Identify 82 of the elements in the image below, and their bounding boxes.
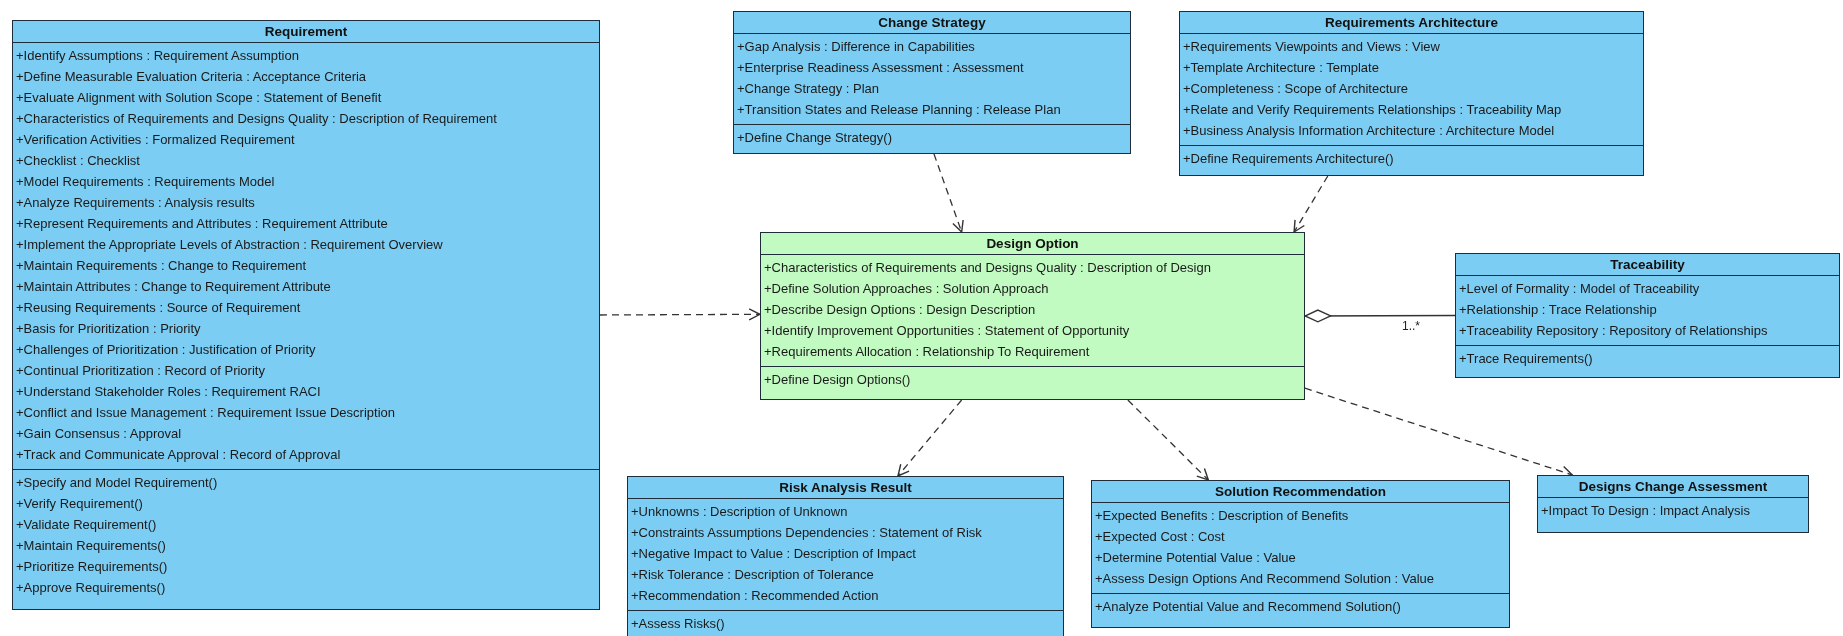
- class-member: +Checklist : Checklist: [15, 152, 141, 170]
- class-member: +Basis for Prioritization : Priority: [15, 320, 202, 338]
- class-member: +Level of Formality : Model of Traceability: [1458, 280, 1701, 298]
- class-name: Requirement: [13, 21, 599, 43]
- class-box: [1455, 253, 1840, 378]
- multiplicity-label: 1..*: [1401, 319, 1421, 333]
- class-member: +Prioritize Requirements(): [15, 558, 169, 576]
- class-member: +Expected Cost : Cost: [1094, 528, 1226, 546]
- class-member: +Assess Design Options And Recommend Solution : Value: [1094, 570, 1436, 588]
- class-member: +Represent Requirements and Attributes : Requirement Attribute: [15, 215, 389, 233]
- class-member: +Verify Requirement(): [15, 495, 144, 513]
- class-member: +Continual Prioritization : Record of Priority: [15, 362, 266, 380]
- class-name: Traceability: [1456, 254, 1839, 276]
- class-member: +Gap Analysis : Difference in Capabilities: [736, 38, 976, 56]
- class-member: +Reusing Requirements : Source of Requirement: [15, 299, 302, 317]
- class-member: +Template Architecture : Template: [1182, 59, 1380, 77]
- class-member: +Determine Potential Value : Value: [1094, 549, 1297, 567]
- class-member: +Constraints Assumptions Dependencies : Statement of Risk: [630, 524, 983, 542]
- class-member: +Assess Risks(): [630, 615, 726, 633]
- class-member: +Requirements Viewpoints and Views : View: [1182, 38, 1441, 56]
- class-member: +Recommendation : Recommended Action: [630, 587, 880, 605]
- class-name: Design Option: [761, 233, 1304, 255]
- aggregation-line: [1304, 309, 1456, 323]
- class-member: +Define Design Options(): [763, 371, 912, 389]
- class-member: +Conflict and Issue Management : Requirement Issue Description: [15, 404, 396, 422]
- class-box: [733, 11, 1131, 154]
- dependency-arrow: [599, 308, 761, 321]
- class-member: +Characteristics of Requirements and Designs Quality : Description of Requirement: [15, 110, 498, 128]
- class-member: +Implement the Appropriate Levels of Abstraction : Requirement Overview: [15, 236, 444, 254]
- class-box: [760, 232, 1305, 400]
- class-member: +Gain Consensus : Approval: [15, 425, 183, 443]
- class-member: +Specify and Model Requirement(): [15, 474, 219, 492]
- class-name: Solution Recommendation: [1092, 481, 1509, 503]
- class-member: +Analyze Requirements : Analysis results: [15, 194, 256, 212]
- dependency-arrow: [933, 153, 964, 233]
- class-member: +Challenges of Prioritization : Justification of Priority: [15, 341, 317, 359]
- class-member: +Track and Communicate Approval : Record of Approval: [15, 446, 342, 464]
- class-member: +Traceability Repository : Repository of Relationships: [1458, 322, 1769, 340]
- class-member: +Model Requirements : Requirements Model: [15, 173, 276, 191]
- class-member: +Define Solution Approaches : Solution Approach: [763, 280, 1050, 298]
- class-member: +Completeness : Scope of Architecture: [1182, 80, 1410, 98]
- class-member: +Identify Improvement Opportunities : Statement of Opportunity: [763, 322, 1131, 340]
- class-name: Requirements Architecture: [1180, 12, 1643, 34]
- class-box: [1179, 11, 1644, 176]
- dependency-arrow: [1127, 399, 1209, 481]
- class-member: +Business Analysis Information Architecture : Architecture Model: [1182, 122, 1556, 140]
- class-member: +Relationship : Trace Relationship: [1458, 301, 1658, 319]
- class-name: Designs Change Assessment: [1538, 476, 1808, 498]
- class-member: +Approve Requirements(): [15, 579, 167, 597]
- class-member: +Analyze Potential Value and Recommend Solution(): [1094, 598, 1402, 616]
- class-member: +Enterprise Readiness Assessment : Assessment: [736, 59, 1025, 77]
- class-member: +Validate Requirement(): [15, 516, 158, 534]
- class-member: +Negative Impact to Value : Description of Impact: [630, 545, 917, 563]
- class-name: Risk Analysis Result: [628, 477, 1063, 499]
- class-member: +Impact To Design : Impact Analysis: [1540, 502, 1751, 520]
- class-box: [1537, 475, 1809, 533]
- class-member: +Understand Stakeholder Roles : Requirement RACI: [15, 383, 322, 401]
- class-member: +Unknowns : Description of Unknown: [630, 503, 849, 521]
- class-member: +Maintain Attributes : Change to Requirement Attribute: [15, 278, 332, 296]
- class-box: [12, 20, 600, 610]
- class-member: +Evaluate Alignment with Solution Scope : Statement of Benefit: [15, 89, 383, 107]
- class-member: +Trace Requirements(): [1458, 350, 1594, 368]
- dependency-arrow: [897, 399, 963, 477]
- class-member: +Maintain Requirements(): [15, 537, 167, 555]
- class-member: +Relate and Verify Requirements Relationships : Traceability Map: [1182, 101, 1563, 119]
- dependency-arrow: [1293, 175, 1329, 233]
- class-member: +Change Strategy : Plan: [736, 80, 880, 98]
- class-member: +Maintain Requirements : Change to Requirement: [15, 257, 308, 275]
- class-member: +Requirements Allocation : Relationship To Requirement: [763, 343, 1091, 361]
- class-member: +Identify Assumptions : Requirement Assumption: [15, 47, 300, 65]
- class-box: [627, 476, 1064, 636]
- class-member: +Transition States and Release Planning : Release Plan: [736, 101, 1062, 119]
- class-member: +Characteristics of Requirements and Designs Quality : Description of Design: [763, 259, 1212, 277]
- class-box: [1091, 480, 1510, 628]
- class-member: +Describe Design Options : Design Description: [763, 301, 1037, 319]
- class-member: +Risk Tolerance : Description of Tolerance: [630, 566, 875, 584]
- class-member: +Verification Activities : Formalized Requirement: [15, 131, 296, 149]
- class-member: +Define Change Strategy(): [736, 129, 893, 147]
- class-member: +Expected Benefits : Description of Benefits: [1094, 507, 1350, 525]
- class-member: +Define Measurable Evaluation Criteria : Acceptance Criteria: [15, 68, 368, 86]
- class-member: +Define Requirements Architecture(): [1182, 150, 1395, 168]
- class-name: Change Strategy: [734, 12, 1130, 34]
